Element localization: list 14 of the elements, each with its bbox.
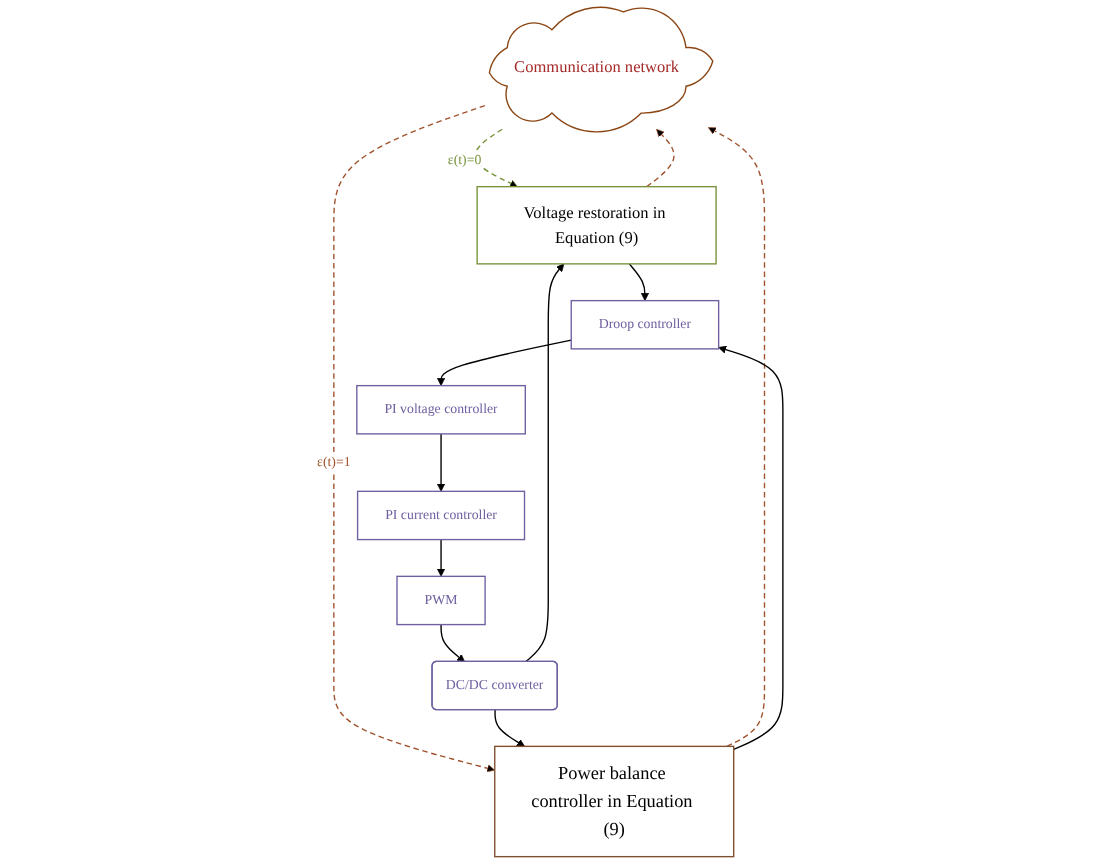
arrow bbox=[628, 263, 649, 301]
node-box: Power balance controller in Equation (9) bbox=[494, 745, 735, 858]
node-box: Voltage restoration in Equation (9) bbox=[476, 186, 717, 265]
arrow bbox=[437, 538, 446, 577]
arrow bbox=[440, 623, 466, 663]
arrow bbox=[707, 127, 766, 748]
arrow bbox=[524, 263, 565, 663]
arrow bbox=[474, 128, 518, 188]
arrow bbox=[437, 433, 446, 492]
arrow bbox=[646, 128, 675, 188]
arrow bbox=[718, 345, 784, 751]
arrow bbox=[333, 104, 496, 773]
arrow bbox=[494, 709, 525, 747]
arrow bbox=[437, 339, 572, 386]
